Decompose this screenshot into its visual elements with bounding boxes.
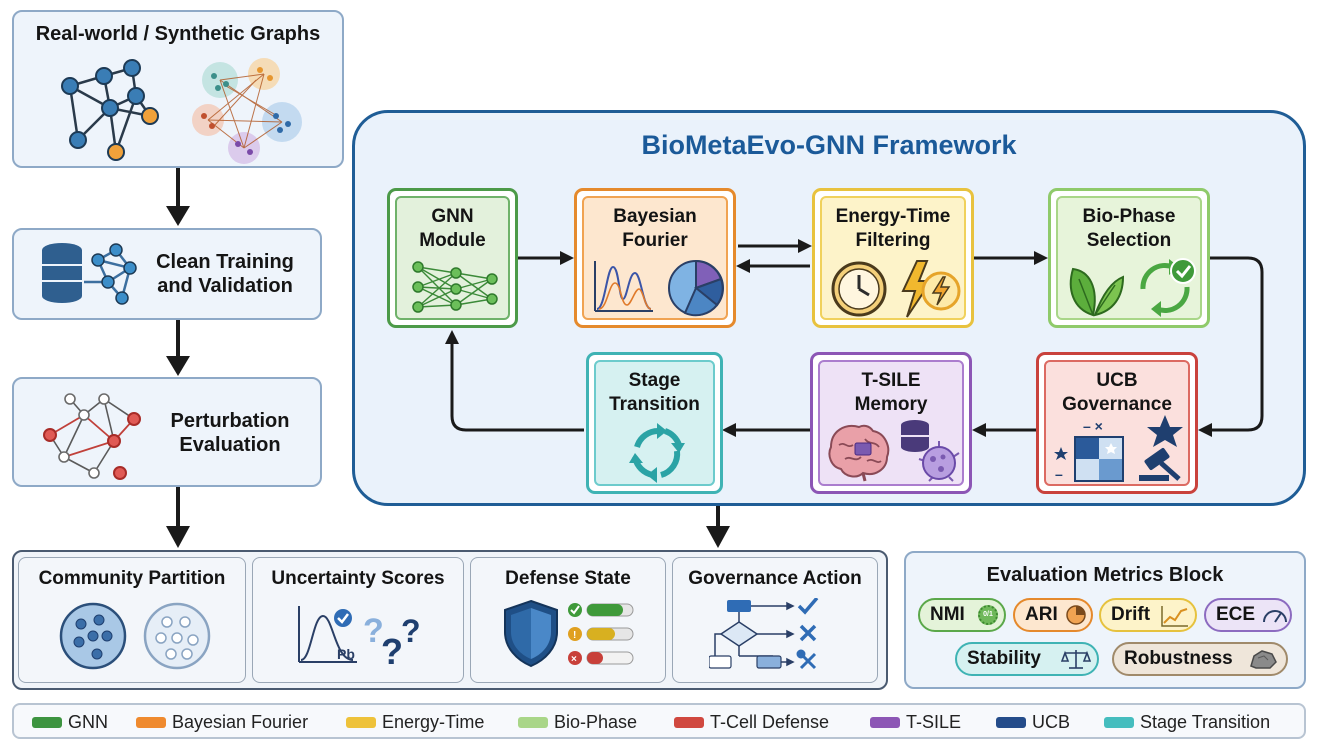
legend-label: T-SILE <box>906 712 962 732</box>
cycle-check-icon <box>1140 258 1196 317</box>
metrics-title: Evaluation Metrics Block <box>986 564 1224 586</box>
metric-stability[interactable]: Stability <box>955 642 1099 676</box>
rock-icon <box>1250 650 1277 669</box>
legend-swatch <box>996 717 1026 728</box>
metric-drift-label: Drift <box>1111 604 1151 625</box>
distribution-curve-icon <box>298 606 357 663</box>
legend-bar: GNN Bayesian Fourier Energy-Time Bio-Pha… <box>12 703 1306 739</box>
perturbed-graph-icon <box>43 393 141 480</box>
bio-phase-label: Bio-Phase Selection <box>1082 206 1176 251</box>
bayesian-fourier-node[interactable]: Bayesian Fourier <box>574 188 736 328</box>
svg-text:–: – <box>1055 466 1063 482</box>
metric-nmi[interactable]: NMI 0/1 <box>918 598 1006 632</box>
community-partition-box: Community Partition <box>18 557 246 683</box>
legend-label: T-Cell Defense <box>710 712 830 732</box>
brain-icon <box>828 424 890 482</box>
svg-text:?: ? <box>401 613 421 649</box>
training-title: Clean Training and Validation <box>156 251 294 297</box>
drift-line-chart-icon <box>1161 606 1188 627</box>
clock-icon <box>831 261 887 317</box>
defense-state-title: Defense State <box>505 568 631 589</box>
lightning-icon <box>901 260 961 318</box>
database-network-icon <box>42 243 137 305</box>
community-partition-title: Community Partition <box>38 568 226 589</box>
flowchart-icon <box>709 598 819 670</box>
legend-swatch <box>1104 717 1134 728</box>
svg-text:?: ? <box>363 612 384 650</box>
gavel-star-icon <box>1139 415 1183 481</box>
svg-text:– ×: – × <box>1083 419 1103 434</box>
metric-ari[interactable]: ARI <box>1013 598 1093 632</box>
legend-label: Bayesian Fourier <box>172 712 309 732</box>
legend-label: GNN <box>68 712 108 732</box>
ari-pie-icon <box>1066 605 1086 625</box>
probability-label: Pb <box>337 646 355 662</box>
ucb-matrix-icon: – × – <box>1054 419 1124 482</box>
nmi-gear-glyph: 0/1 <box>983 611 993 618</box>
refresh-cycle-icon <box>629 423 685 483</box>
pie-chart-icon <box>668 259 724 317</box>
uncertainty-scores-box: Uncertainty Scores Pb ? ? ? <box>252 557 464 683</box>
svg-text:×: × <box>571 654 577 665</box>
ucb-governance-label: UCB Governance <box>1062 370 1172 415</box>
gnn-module-label: GNN Module <box>419 206 486 251</box>
bayesian-fourier-label: Bayesian Fourier <box>613 206 697 251</box>
t-sile-memory-node[interactable]: T-SILE Memory <box>810 352 972 494</box>
svg-text:?: ? <box>381 631 403 670</box>
defense-state-box: Defense State ! × <box>470 557 666 683</box>
legend-swatch <box>870 717 900 728</box>
bio-phase-node[interactable]: Bio-Phase Selection <box>1048 188 1210 328</box>
ece-gauge-icon <box>1263 610 1287 623</box>
uncertainty-scores-title: Uncertainty Scores <box>271 568 445 589</box>
legend-label: Stage Transition <box>1140 712 1271 732</box>
synthetic-clusters-icon <box>192 58 302 164</box>
gnn-module-node[interactable]: GNN Module <box>387 188 518 328</box>
question-marks-icon: ? ? ? <box>363 612 421 670</box>
svg-text:!: ! <box>573 630 576 641</box>
ucb-governance-node[interactable]: UCB Governance – × – <box>1036 352 1198 494</box>
metric-drift[interactable]: Drift <box>1099 598 1197 632</box>
legend-label: UCB <box>1032 712 1071 732</box>
balance-scale-icon <box>1061 650 1091 669</box>
legend-swatch <box>346 717 376 728</box>
fourier-spectrum-icon <box>594 261 653 312</box>
metric-stability-label: Stability <box>967 648 1041 669</box>
metric-robustness[interactable]: Robustness <box>1112 642 1288 676</box>
legend-swatch <box>518 717 548 728</box>
graphs-title: Real-world / Synthetic Graphs <box>35 23 321 45</box>
graphs-panel: Real-world / Synthetic Graphs <box>12 10 344 168</box>
framework-title: BioMetaEvo-GNN Framework <box>641 130 1017 160</box>
perturbation-title: Perturbation Evaluation <box>170 410 290 456</box>
legend-swatch <box>32 717 62 728</box>
graph-network-icon <box>61 59 159 161</box>
governance-action-title: Governance Action <box>688 568 862 589</box>
memory-db-cell-icon <box>901 420 960 482</box>
neural-net-icon <box>412 261 498 313</box>
stage-transition-label: Stage Transition <box>609 370 700 415</box>
legend-swatch <box>136 717 166 728</box>
community-clusters-icon <box>59 602 211 670</box>
legend-swatch <box>674 717 704 728</box>
metric-robustness-label: Robustness <box>1124 648 1233 669</box>
legend-label: Energy-Time <box>382 712 485 732</box>
metric-ece[interactable]: ECE <box>1204 598 1292 632</box>
energy-time-label: Energy-Time Filtering <box>835 206 951 251</box>
metric-nmi-label: NMI <box>930 604 965 625</box>
legend-label: Bio-Phase <box>554 712 638 732</box>
perturbation-panel: Perturbation Evaluation <box>12 377 322 487</box>
stage-transition-node[interactable]: Stage Transition <box>586 352 723 494</box>
leaf-icon <box>1069 267 1125 317</box>
status-toggles-icon: ! × <box>568 603 634 665</box>
training-panel: Clean Training and Validation <box>12 228 322 320</box>
energy-time-node[interactable]: Energy-Time Filtering <box>812 188 974 328</box>
governance-action-box: Governance Action <box>672 557 878 683</box>
metric-ece-label: ECE <box>1216 604 1256 625</box>
shield-icon <box>504 599 558 668</box>
nmi-gear-icon <box>978 605 998 625</box>
metric-ari-label: ARI <box>1025 604 1058 625</box>
t-sile-memory-label: T-SILE Memory <box>854 370 928 415</box>
